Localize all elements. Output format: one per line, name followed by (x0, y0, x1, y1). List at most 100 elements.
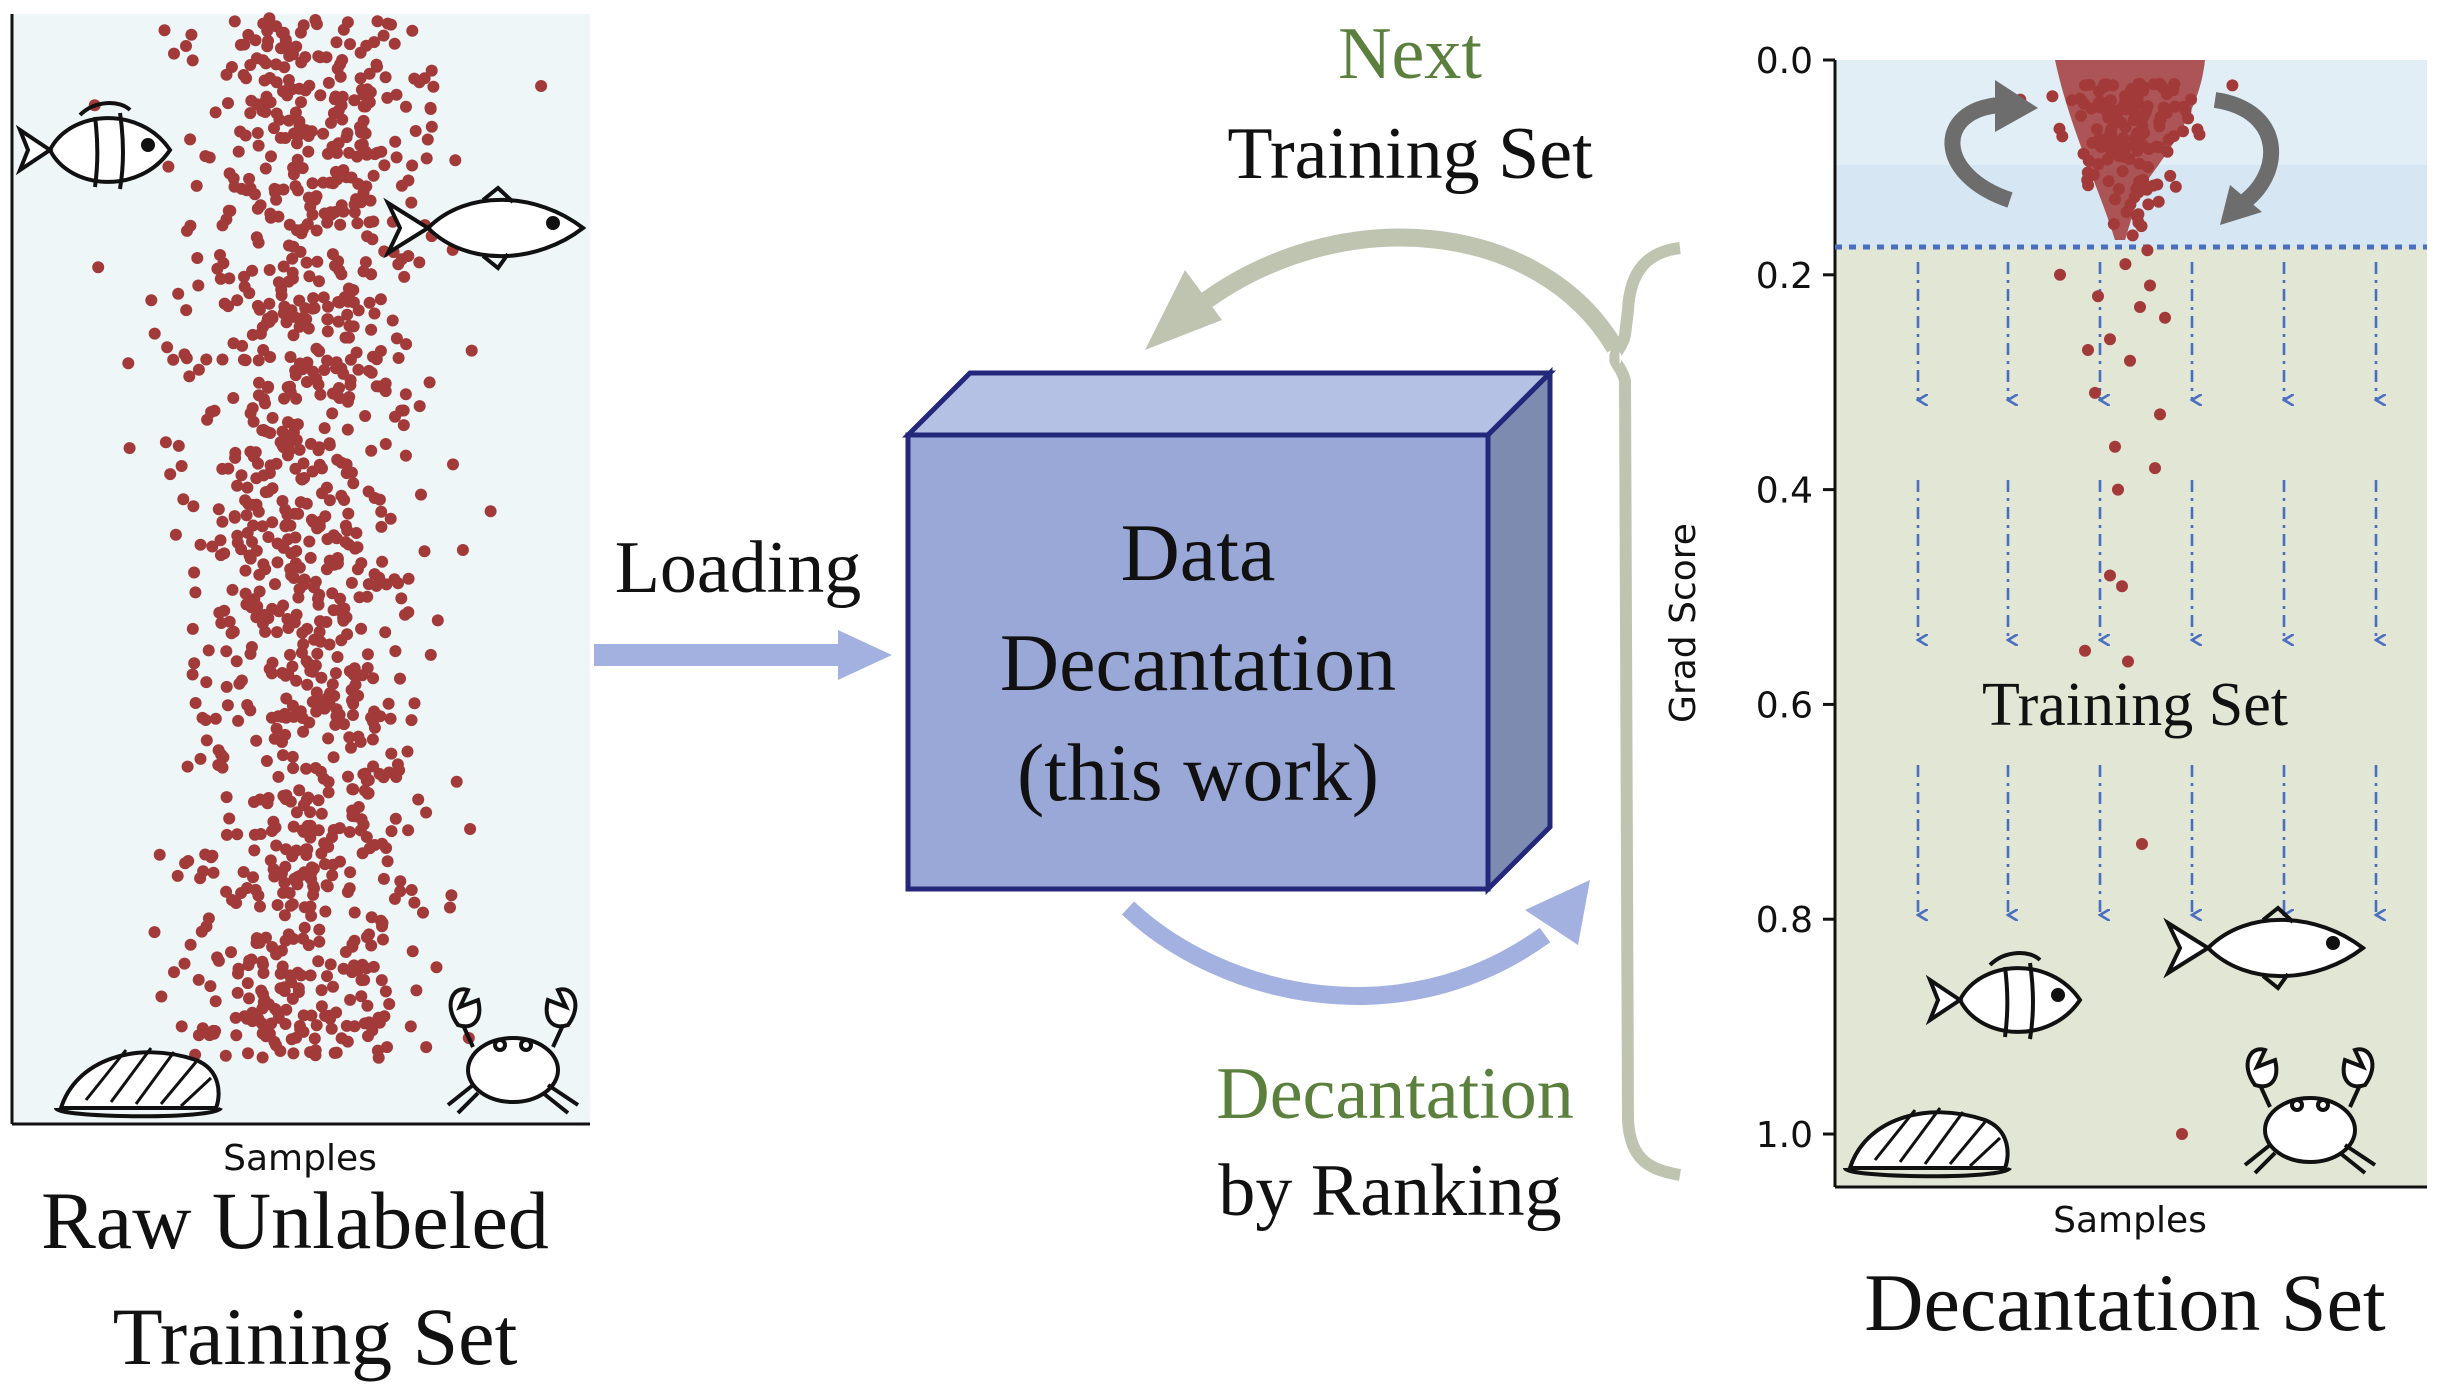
scatter-dot (346, 940, 359, 953)
scatter-dot (300, 256, 313, 269)
scatter-dot (353, 591, 366, 604)
scatter-dot (331, 651, 344, 663)
scatter-dot (341, 628, 354, 641)
scatter-dot (2079, 644, 2091, 657)
scatter-dot (287, 820, 300, 833)
scatter-dot (209, 995, 222, 1008)
scatter-dot (327, 107, 340, 120)
scatter-dot (425, 64, 438, 77)
scatter-dot (326, 587, 339, 600)
scatter-dot (255, 984, 268, 997)
scatter-dot (216, 515, 229, 528)
scatter-dot (231, 529, 244, 542)
scatter-dot (404, 1020, 417, 1033)
scatter-dot (180, 304, 193, 317)
right-plot-axes: 0.00.20.40.60.81.0 (1756, 41, 2427, 1189)
scatter-dot (329, 206, 342, 218)
scatter-dot (390, 332, 403, 345)
scatter-dot (223, 167, 236, 180)
scatter-dot (310, 224, 323, 237)
scatter-dot (363, 96, 376, 109)
scatter-dot (302, 145, 315, 158)
scatter-dot (352, 801, 365, 813)
scatter-dot (230, 655, 243, 668)
scatter-dot (278, 909, 291, 922)
scatter-dot (290, 674, 303, 687)
scatter-dot (340, 171, 353, 184)
scatter-dot (280, 843, 292, 856)
scatter-dot (389, 410, 401, 423)
scatter-dot (286, 660, 299, 673)
scatter-dot (394, 672, 406, 685)
scatter-dot (324, 958, 337, 971)
scatter-dot (204, 980, 217, 993)
scatter-dot (278, 392, 291, 405)
scatter-dot (245, 94, 258, 107)
scatter-dot (380, 578, 393, 591)
clownfish-icon (15, 101, 173, 190)
scatter-dot (224, 204, 237, 217)
scatter-dot (325, 116, 337, 129)
scatter-dot (275, 289, 288, 302)
scatter-dot (190, 179, 203, 192)
scatter-dot (162, 160, 175, 173)
scatter-dot (271, 537, 284, 550)
scatter-dot (313, 923, 326, 936)
scatter-dot (225, 946, 237, 959)
scatter-dot (362, 485, 375, 498)
scatter-dot (2100, 134, 2113, 147)
scatter-dot (316, 462, 328, 475)
scatter-dot (315, 984, 328, 997)
scatter-dot (265, 150, 277, 163)
scatter-dot (185, 28, 198, 41)
scatter-dot (2092, 158, 2105, 171)
left-plot-caption-line1: Raw Unlabeled (41, 1175, 549, 1266)
scatter-dot (194, 538, 207, 551)
scatter-dot (243, 992, 255, 1005)
scatter-dot (267, 815, 280, 828)
scatter-dot (335, 456, 348, 469)
scatter-dot (2104, 569, 2116, 582)
scatter-dot (230, 897, 243, 909)
scatter-dot (2109, 193, 2122, 206)
scatter-dot (220, 828, 233, 841)
scatter-dot (254, 900, 266, 913)
scatter-dot (262, 998, 275, 1011)
scatter-dot (355, 557, 368, 570)
scatter-dot (177, 493, 190, 506)
scatter-dot (2120, 206, 2133, 219)
scatter-dot (345, 576, 358, 589)
scatter-dot (250, 932, 263, 945)
scatter-dot (367, 169, 380, 182)
scatter-dot (348, 906, 361, 919)
scatter-dot (300, 762, 313, 775)
scatter-dot (307, 888, 320, 901)
scatter-dot (184, 938, 197, 951)
shell-icon (1843, 1107, 2012, 1179)
scatter-dot (248, 188, 261, 201)
scatter-dot (284, 648, 296, 661)
scatter-dot (275, 26, 288, 39)
scatter-dot (2127, 139, 2140, 152)
scatter-dot (420, 806, 433, 819)
scatter-dot (297, 1009, 310, 1022)
scatter-dot (390, 88, 403, 101)
scatter-dot (385, 825, 398, 838)
scatter-dot (279, 728, 292, 741)
scatter-dot (431, 614, 444, 627)
scatter-dot (239, 354, 252, 367)
scatter-dot (263, 297, 276, 310)
scatter-dot (304, 831, 317, 844)
scatter-dot (300, 655, 313, 668)
scatter-dot (286, 252, 299, 265)
scatter-dot (2116, 140, 2129, 152)
scatter-dot (270, 948, 283, 961)
scatter-dot (237, 69, 250, 81)
scatter-dot (332, 137, 345, 150)
scatter-dot (207, 866, 220, 879)
scatter-dot (354, 735, 367, 748)
scatter-dot (237, 866, 250, 878)
scatter-dot (301, 678, 314, 691)
scatter-dot (2124, 354, 2136, 367)
right-plot: 0.00.20.40.60.81.0 (1663, 41, 2427, 1348)
